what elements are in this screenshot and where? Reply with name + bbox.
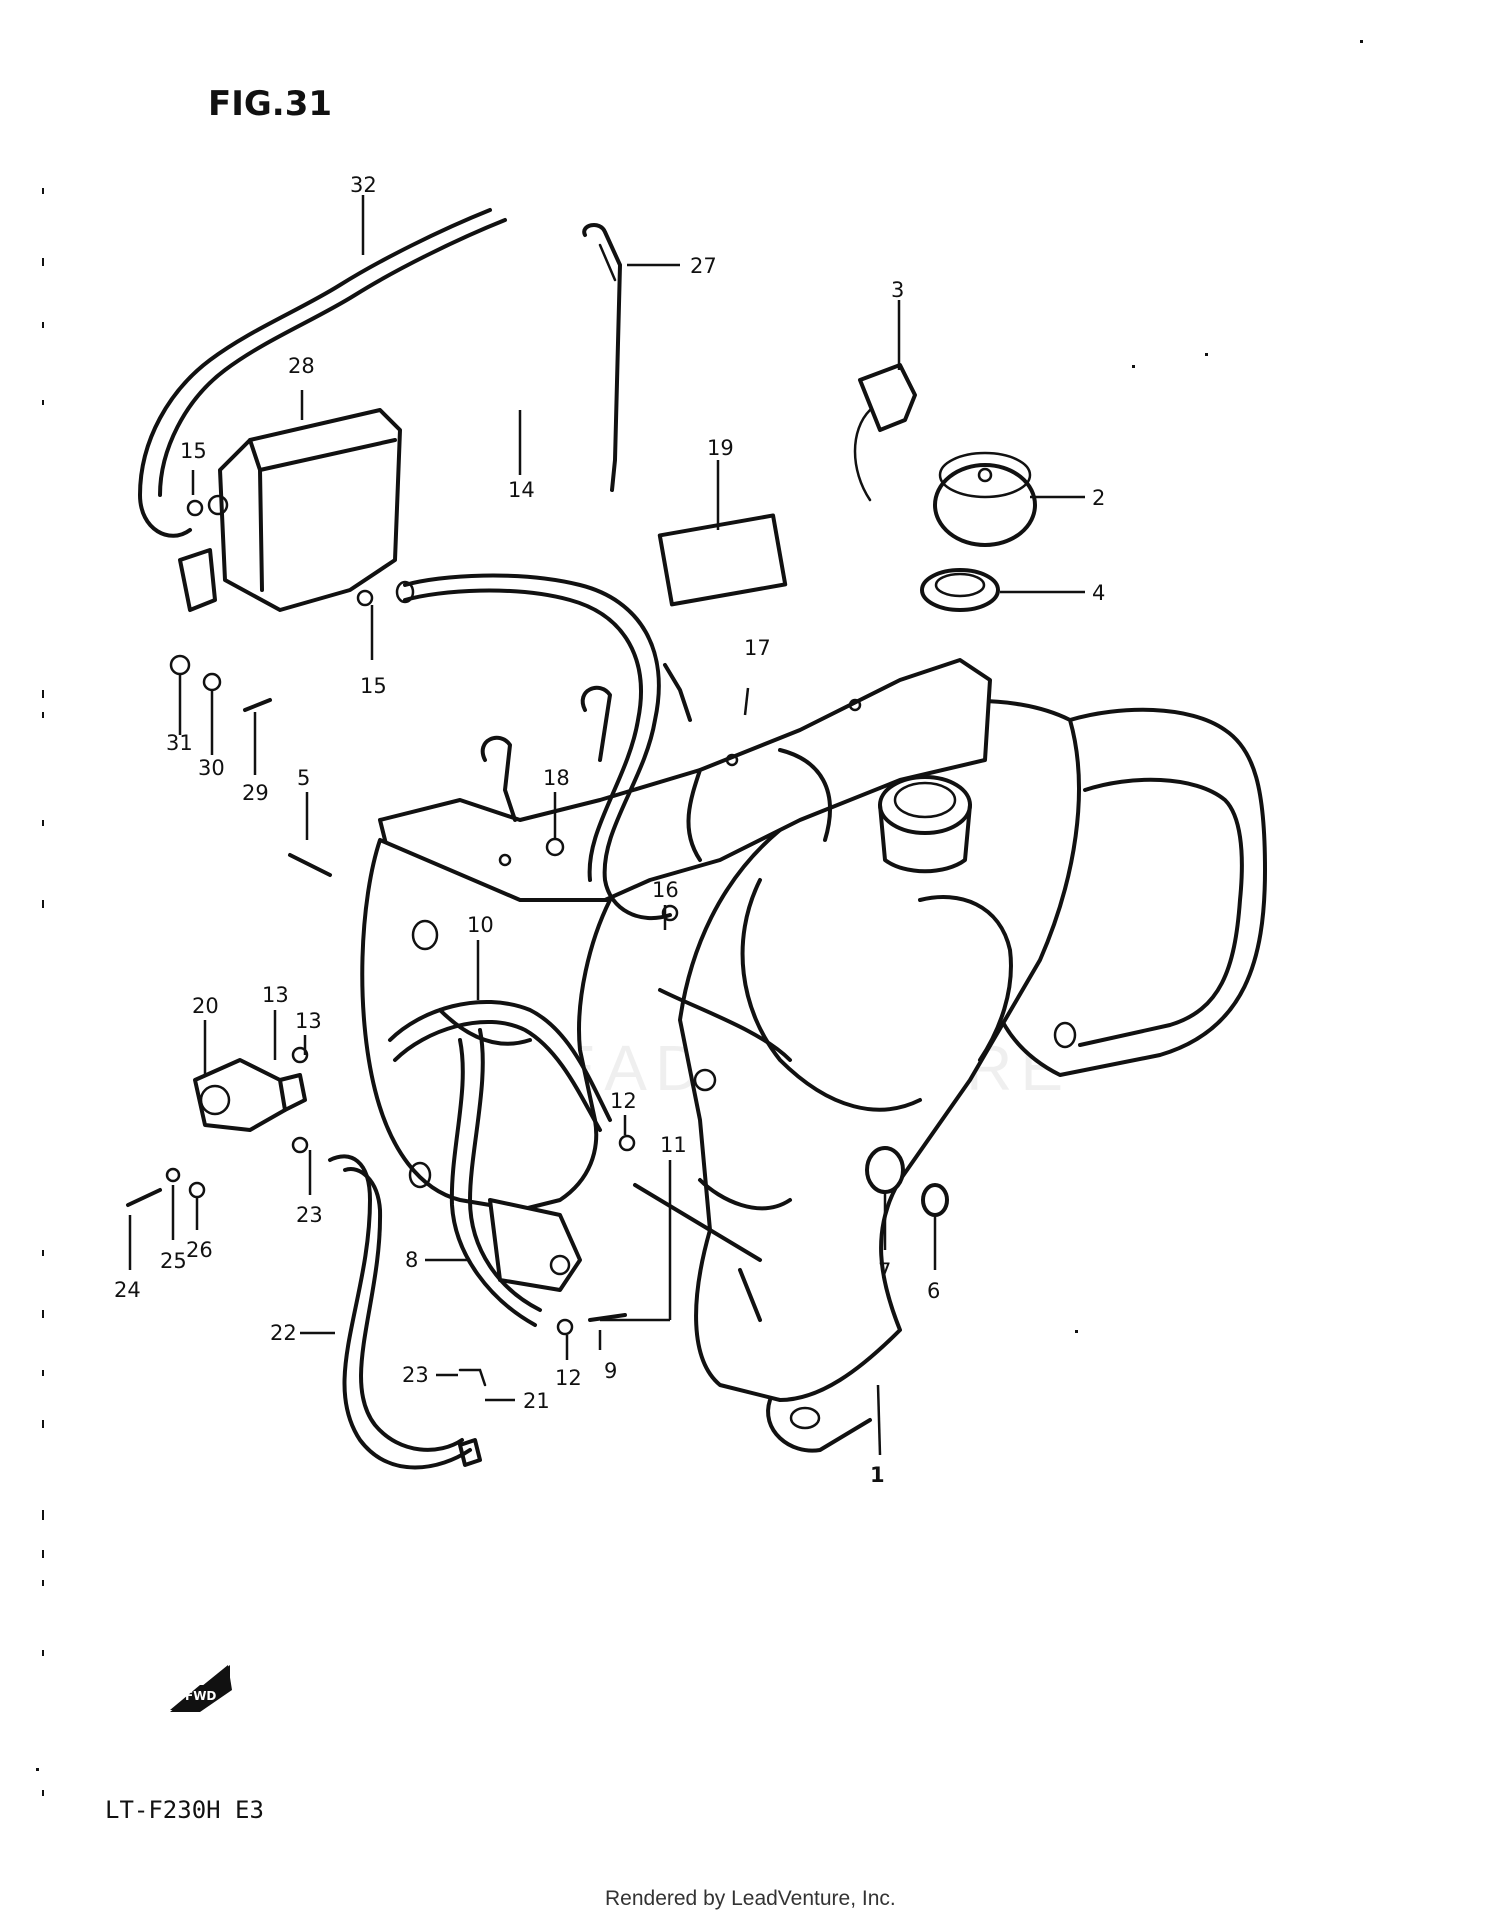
clamp-13 bbox=[291, 1046, 309, 1064]
clamp-15 bbox=[356, 589, 374, 607]
frame-bracket bbox=[360, 658, 992, 1212]
callout-6: 6 bbox=[927, 1279, 940, 1303]
callout-5: 5 bbox=[297, 766, 310, 790]
washer-31 bbox=[169, 654, 191, 676]
callout-2: 2 bbox=[1092, 486, 1105, 510]
callout-27: 27 bbox=[690, 254, 717, 278]
figure-title: FIG.31 bbox=[208, 84, 332, 124]
screw-24 bbox=[126, 1188, 162, 1207]
callout-10: 10 bbox=[467, 913, 494, 937]
callout-4: 4 bbox=[1092, 581, 1105, 605]
clamp-12 bbox=[618, 1134, 636, 1152]
callout-23-a: 23 bbox=[296, 1203, 323, 1227]
callout-26: 26 bbox=[186, 1238, 213, 1262]
callout-8: 8 bbox=[405, 1248, 418, 1272]
callout-15-mid: 15 bbox=[360, 674, 387, 698]
callout-24: 24 bbox=[114, 1278, 141, 1302]
callouts: 32 27 3 2 4 28 15 14 19 15 17 5 18 16 10… bbox=[114, 173, 1105, 1487]
canister bbox=[178, 408, 402, 612]
callout-28: 28 bbox=[288, 354, 315, 378]
washer-25 bbox=[165, 1167, 181, 1183]
lower-fuel-hose bbox=[328, 1154, 472, 1470]
callout-3: 3 bbox=[891, 278, 904, 302]
callout-31: 31 bbox=[166, 731, 193, 755]
callout-29: 29 bbox=[242, 781, 269, 805]
model-code: LT-F230H E3 bbox=[105, 1796, 264, 1824]
hardware-fasteners bbox=[126, 499, 949, 1467]
clamp-23 bbox=[291, 1136, 309, 1154]
forward-arrow-icon: FWD bbox=[170, 1665, 232, 1712]
hose-bracket bbox=[488, 1198, 582, 1292]
grommet-7 bbox=[865, 1146, 905, 1194]
clamp-16 bbox=[661, 904, 679, 922]
callout-22: 22 bbox=[270, 1321, 297, 1345]
callout-13-b: 13 bbox=[295, 1009, 322, 1033]
fuel-tank bbox=[658, 699, 1267, 1453]
callout-30: 30 bbox=[198, 756, 225, 780]
callout-12-a: 12 bbox=[610, 1089, 637, 1113]
nut-30 bbox=[202, 672, 222, 692]
callout-9: 9 bbox=[604, 1359, 617, 1383]
vent-hoses bbox=[388, 1000, 612, 1327]
render-credit: Rendered by LeadVenture, Inc. bbox=[605, 1887, 896, 1910]
callout-11: 11 bbox=[660, 1133, 687, 1157]
cushion-6 bbox=[921, 1183, 949, 1217]
callout-14: 14 bbox=[508, 478, 535, 502]
callout-12-b: 12 bbox=[555, 1366, 582, 1390]
breather-hose bbox=[138, 208, 507, 538]
fuel-hose bbox=[395, 573, 672, 921]
cable-band bbox=[582, 223, 622, 492]
callout-17: 17 bbox=[744, 636, 771, 660]
cap-assembly bbox=[853, 363, 1037, 612]
fwd-label: FWD bbox=[185, 1689, 216, 1703]
callout-16: 16 bbox=[652, 878, 679, 902]
fitting-9 bbox=[588, 1313, 627, 1322]
clamp-12b bbox=[556, 1318, 574, 1336]
callout-21: 21 bbox=[523, 1389, 550, 1413]
callout-18: 18 bbox=[543, 766, 570, 790]
bolt-5 bbox=[288, 853, 332, 877]
callout-23-b: 23 bbox=[402, 1363, 429, 1387]
leader-lines bbox=[128, 195, 1085, 1456]
callout-7: 7 bbox=[878, 1259, 891, 1283]
callout-25: 25 bbox=[160, 1249, 187, 1273]
callout-20: 20 bbox=[192, 994, 219, 1018]
nut-26 bbox=[188, 1181, 206, 1199]
filter-21 bbox=[458, 1438, 482, 1467]
fuel-petcock bbox=[193, 1058, 307, 1132]
bolt-29 bbox=[243, 698, 272, 712]
callout-32: 32 bbox=[350, 173, 377, 197]
clamp-23b bbox=[458, 1368, 487, 1387]
callout-15-top: 15 bbox=[180, 439, 207, 463]
callout-1: 1 bbox=[870, 1463, 885, 1487]
warning-label bbox=[657, 513, 788, 607]
scan-margin-marks bbox=[36, 40, 1363, 1796]
callout-13-a: 13 bbox=[262, 983, 289, 1007]
clamp-15b bbox=[186, 499, 204, 517]
callout-19: 19 bbox=[707, 436, 734, 460]
bolt-11 bbox=[633, 1183, 762, 1262]
